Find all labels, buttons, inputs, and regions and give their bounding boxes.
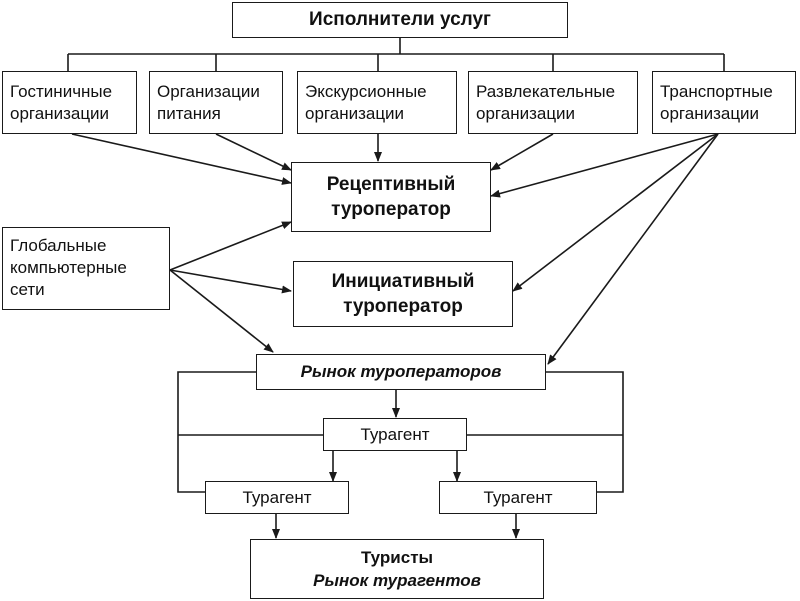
networks-line2: компьютерные	[10, 258, 127, 277]
networks-line3: сети	[10, 280, 45, 299]
arrow-transport-to-market	[547, 133, 719, 365]
market-right-frame	[467, 371, 624, 493]
provider-transport: Транспортные организации	[652, 71, 796, 134]
provider-transport-line1: Транспортные	[660, 82, 773, 101]
arrow-food-to-receptive	[215, 133, 292, 171]
arrow-entertainment-to-receptive	[490, 133, 554, 171]
travel-agent-left: Турагент	[205, 481, 349, 514]
initiative-line1: Инициативный	[331, 271, 475, 292]
provider-food-line1: Организации	[157, 82, 260, 101]
initiative-line2: туроператор	[343, 296, 463, 317]
tourists-line2: Рынок турагентов	[313, 571, 481, 590]
provider-hotels-line1: Гостиничные	[10, 82, 113, 101]
arrow-hotel-to-receptive	[71, 133, 292, 185]
provider-entertainment: Развлекательные организации	[468, 71, 638, 134]
agent-right-text: Турагент	[483, 488, 553, 507]
agent-left-text: Турагент	[242, 488, 312, 507]
provider-excursion-line2: организации	[305, 104, 405, 123]
tour-operators-market: Рынок туроператоров	[256, 354, 546, 390]
service-providers-title: Исполнители услуг	[232, 2, 568, 38]
provider-entertainment-line1: Развлекательные	[476, 82, 616, 101]
provider-transport-line2: организации	[660, 104, 760, 123]
receptive-operator: Рецептивный туроператор	[291, 162, 491, 232]
arrow-networks-to-initiative	[169, 269, 292, 294]
agent-top-text: Турагент	[360, 425, 430, 444]
travel-agent-right: Турагент	[439, 481, 597, 514]
title-text: Исполнители услуг	[309, 9, 491, 30]
provider-food-line2: питания	[157, 104, 221, 123]
arrow-transport-to-initiative	[512, 133, 719, 292]
tourists-line1: Туристы	[360, 548, 434, 567]
receptive-line2: туроператор	[331, 199, 451, 220]
networks-line1: Глобальные	[10, 236, 107, 255]
provider-food: Организации питания	[149, 71, 283, 134]
title-connector	[67, 37, 725, 71]
provider-excursion: Экскурсионные организации	[297, 71, 457, 134]
provider-entertainment-line2: организации	[476, 104, 576, 123]
market-text: Рынок туроператоров	[300, 362, 502, 381]
market-left-frame	[177, 371, 323, 493]
arrow-networks-to-receptive	[169, 221, 292, 271]
initiative-operator: Инициативный туроператор	[293, 261, 513, 327]
arrow-networks-to-market	[169, 269, 274, 353]
arrow-transport-to-receptive	[490, 133, 719, 198]
global-networks: Глобальные компьютерные сети	[2, 227, 170, 310]
travel-agent-top: Турагент	[323, 418, 467, 451]
tourists-market: Туристы Рынок турагентов	[250, 539, 544, 599]
provider-hotels-line2: организации	[10, 104, 110, 123]
provider-excursion-line1: Экскурсионные	[305, 82, 427, 101]
receptive-line1: Рецептивный	[326, 174, 456, 195]
provider-hotels: Гостиничные организации	[2, 71, 137, 134]
